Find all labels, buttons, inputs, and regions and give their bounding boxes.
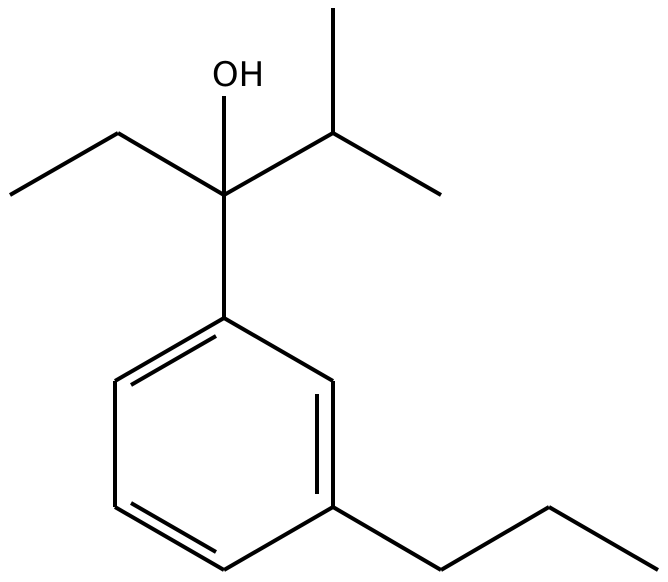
propyl-group (331, 505, 660, 572)
hydroxyl-label: OH (212, 55, 264, 95)
ring-bond-4 (113, 505, 226, 572)
ring-double-bond-inner-bottom (130, 501, 217, 554)
benzene-ring (113, 316, 335, 572)
bond-ring-ch2 (331, 505, 443, 572)
hydroxyl-group: OH (212, 55, 264, 195)
ring-bond-1 (222, 316, 335, 383)
bond-methyl-ch2 (9, 131, 119, 197)
bond-ch2-quaternary (116, 131, 226, 197)
ring-double-bond-inner-top (130, 334, 217, 387)
bond-quaternary-ch (223, 131, 334, 197)
bond-ch2-ch2 (439, 505, 551, 572)
bond-ch2-methyl (547, 505, 660, 572)
isopropyl-group (223, 8, 442, 197)
bond-ch-right-methyl (332, 131, 442, 197)
ethyl-group (9, 131, 226, 197)
ring-bond-3 (222, 505, 335, 572)
ring-bond-6 (113, 316, 226, 383)
